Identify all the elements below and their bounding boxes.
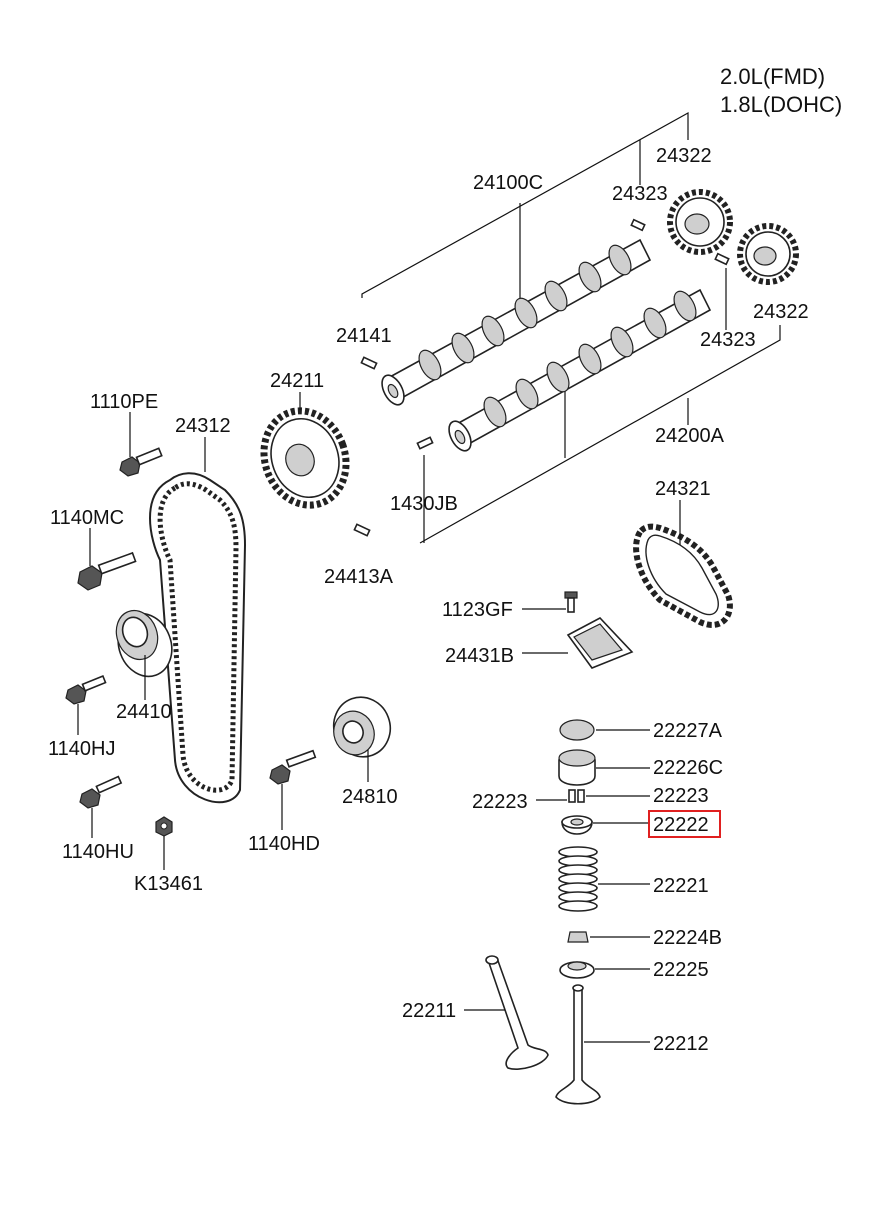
label-24410: 24410 bbox=[116, 701, 172, 723]
label-22224b: 22224B bbox=[653, 927, 722, 949]
label-22221: 22221 bbox=[653, 875, 709, 897]
keeper-22223 bbox=[568, 789, 585, 803]
key-24323-top bbox=[630, 218, 646, 232]
spring-22221 bbox=[558, 846, 598, 912]
shim-22227a bbox=[559, 719, 595, 741]
seat-22225 bbox=[559, 961, 595, 979]
label-24312: 24312 bbox=[175, 415, 231, 437]
label-24321: 24321 bbox=[655, 478, 711, 500]
label-1123gf: 1123GF bbox=[442, 599, 513, 621]
bolt-1140hj bbox=[65, 675, 107, 705]
label-22223-left: 22223 bbox=[472, 791, 528, 813]
bolt-1140hu bbox=[79, 775, 123, 809]
label-24322-top: 24322 bbox=[656, 145, 712, 167]
label-1140hu: 1140HU bbox=[62, 841, 134, 863]
label-24323-top: 24323 bbox=[612, 183, 668, 205]
idler-pulley-24810 bbox=[332, 696, 392, 758]
retainer-22222 bbox=[561, 815, 593, 835]
chain-24321 bbox=[633, 523, 733, 628]
highlight-box-22222 bbox=[648, 810, 721, 838]
engine-label-2-0l: 2.0L(FMD) bbox=[720, 64, 825, 89]
valve-22212 bbox=[555, 984, 601, 1105]
camshaft-bracket-lines bbox=[361, 111, 781, 544]
pin-1430jb bbox=[416, 436, 434, 450]
label-22222: 22222 bbox=[653, 814, 709, 836]
bolt-1140mc bbox=[77, 551, 137, 591]
plate-24431b bbox=[566, 617, 634, 669]
sprocket-24322-right bbox=[737, 223, 799, 285]
screw-1123gf bbox=[564, 591, 578, 613]
label-24431b: 24431B bbox=[445, 645, 514, 667]
label-22225: 22225 bbox=[653, 959, 709, 981]
label-24413a: 24413A bbox=[324, 566, 394, 588]
label-22223-right: 22223 bbox=[653, 785, 709, 807]
label-22227a: 22227A bbox=[653, 720, 723, 742]
camshaft-upper bbox=[381, 238, 652, 406]
valve-22211 bbox=[485, 955, 549, 1070]
label-24211: 24211 bbox=[270, 370, 324, 392]
label-1140hd: 1140HD bbox=[248, 833, 320, 855]
label-22211: 22211 bbox=[402, 1000, 456, 1022]
crank-sprocket-24211 bbox=[260, 407, 350, 509]
camshaft-lower bbox=[448, 288, 712, 452]
label-1140hj: 1140HJ bbox=[48, 738, 115, 760]
label-24141: 24141 bbox=[336, 325, 392, 347]
engine-label-1-8l: 1.8L(DOHC) bbox=[720, 92, 842, 117]
label-24100c: 24100C bbox=[473, 172, 543, 194]
label-24322-right: 24322 bbox=[753, 301, 809, 323]
label-1140mc: 1140MC bbox=[50, 507, 124, 529]
label-24323-right: 24323 bbox=[700, 329, 756, 351]
nut-k13461 bbox=[155, 816, 173, 837]
tappet-22226c bbox=[558, 749, 596, 786]
timing-belt-24312 bbox=[149, 472, 247, 804]
label-24810: 24810 bbox=[342, 786, 398, 808]
tensioner-24410 bbox=[115, 609, 173, 678]
pin-24413a bbox=[353, 523, 371, 537]
sprocket-24322-top bbox=[667, 189, 733, 255]
seal-22224b bbox=[567, 931, 589, 943]
label-22226c: 22226C bbox=[653, 757, 723, 779]
bolt-1110pe bbox=[119, 447, 163, 477]
label-22212: 22212 bbox=[653, 1033, 709, 1055]
label-1110pe: 1110PE bbox=[90, 391, 158, 413]
key-24323-right bbox=[714, 252, 730, 266]
key-24141 bbox=[360, 356, 378, 370]
label-1430jb: 1430JB bbox=[390, 493, 458, 515]
label-24200a: 24200A bbox=[655, 425, 725, 447]
bolt-1140hd bbox=[269, 749, 317, 785]
label-k13461: K13461 bbox=[134, 873, 203, 895]
